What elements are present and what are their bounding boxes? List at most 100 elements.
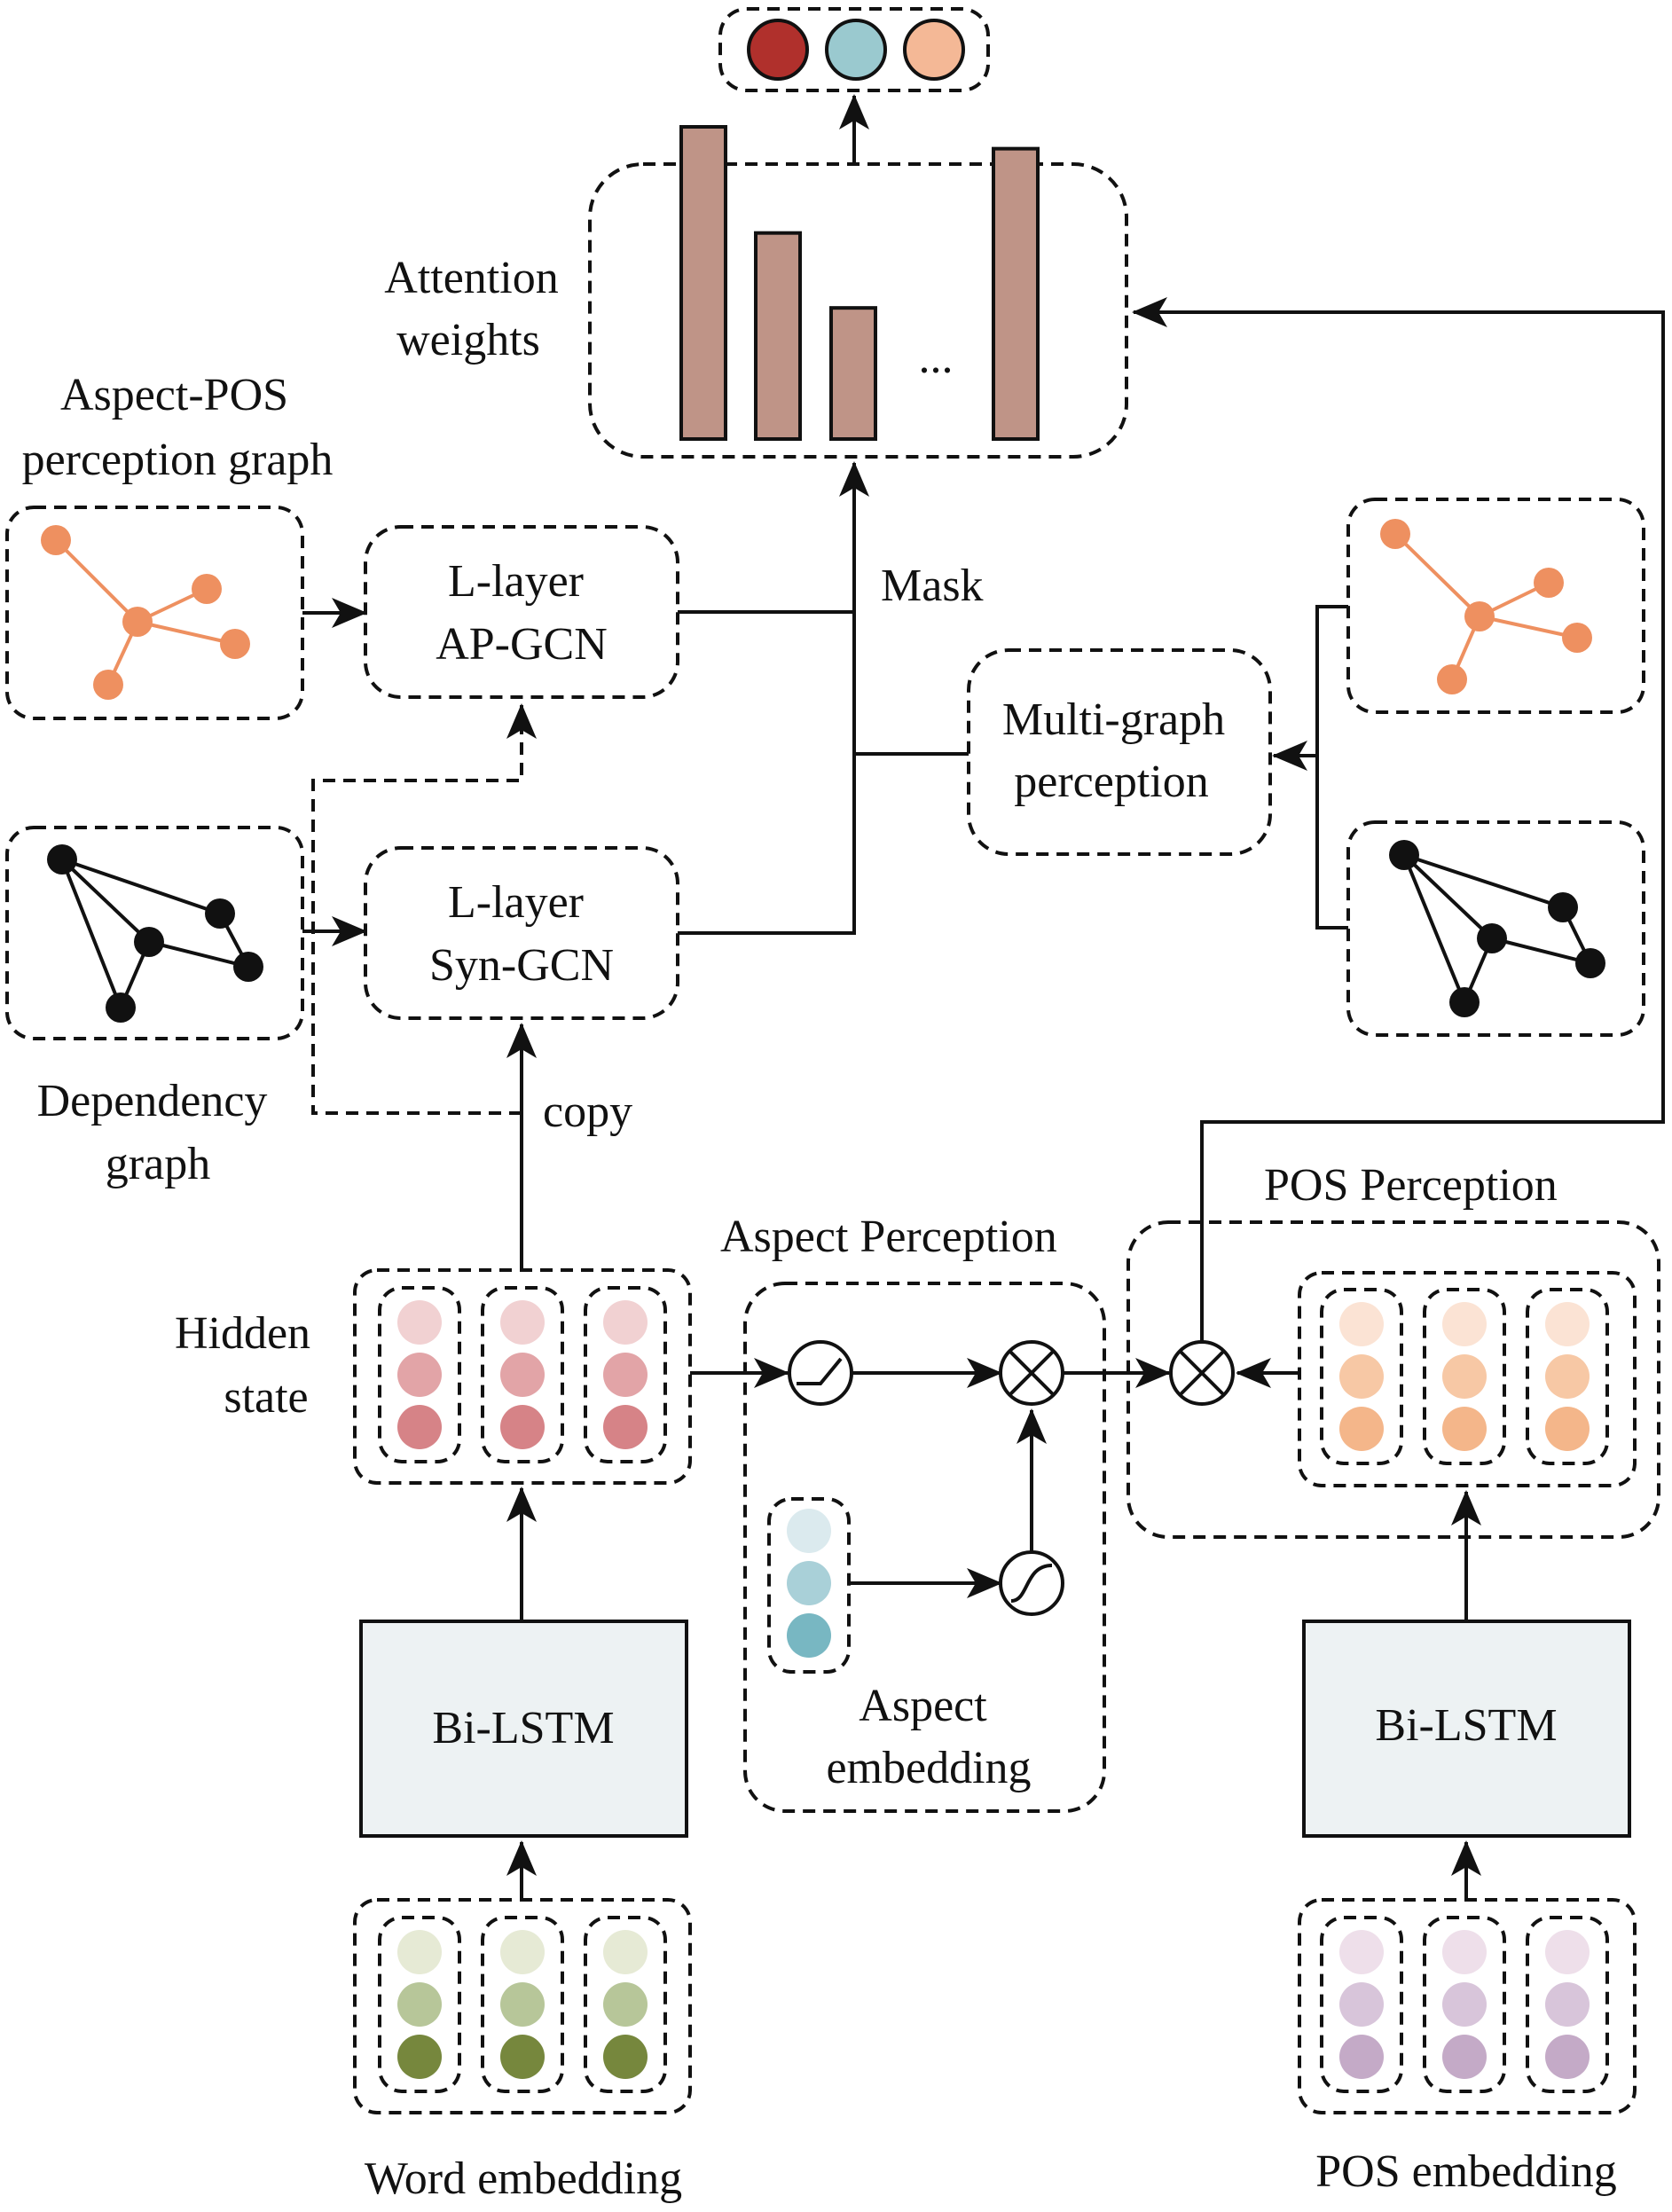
- hidden-state-circle: [500, 1353, 545, 1397]
- mask-label: Mask: [881, 561, 984, 611]
- sigmoid-icon: [999, 1550, 1064, 1616]
- bilstm-right: Bi-LSTM: [1302, 1620, 1631, 1838]
- pos-embedding-column: [1320, 1916, 1403, 2093]
- pos-embedding-circle: [1545, 1982, 1590, 2027]
- multiply-icon: [999, 1340, 1064, 1406]
- hidden-state-circle: [500, 1405, 545, 1449]
- hidden-state-block: [353, 1268, 692, 1485]
- pos-embedding-circle: [1545, 2035, 1590, 2079]
- word-embedding-column: [481, 1916, 564, 2093]
- output-circle: [747, 19, 809, 81]
- right-dependency-graph: [1346, 820, 1645, 1037]
- pos-state-column: [1423, 1288, 1506, 1465]
- svg-text:L-layer AP-GCN: L-layer AP-GCN: [436, 556, 608, 670]
- word-embedding-column: [378, 1916, 461, 2093]
- pos-state-column: [1526, 1288, 1609, 1465]
- attention-weights-label: Attention weights: [384, 253, 569, 365]
- bilstm-left: Bi-LSTM: [359, 1620, 688, 1838]
- syngcn-to-mask-line: [678, 612, 856, 935]
- pos-state-block: [1298, 1271, 1637, 1487]
- svg-text:Bi-LSTM: Bi-LSTM: [432, 1703, 614, 1753]
- pos-state-circle: [1339, 1407, 1384, 1451]
- pos-state-circle: [1442, 1407, 1487, 1451]
- dependency-graph-label: Dependency graph: [37, 1076, 279, 1189]
- word-embedding-circle: [500, 1930, 545, 1974]
- hidden-state-circle: [603, 1300, 648, 1345]
- pos-embedding-circle: [1442, 1930, 1487, 1974]
- hidden-state-column: [481, 1286, 564, 1463]
- ap-gcn-box: L-layer AP-GCN: [364, 525, 679, 699]
- pos-embedding-block: [1298, 1898, 1637, 2114]
- aspect-emb-circle: [787, 1509, 831, 1553]
- pos-state-circle: [1545, 1354, 1590, 1399]
- aspect-perception-box: [743, 1282, 1106, 1813]
- pos-state-circle: [1339, 1302, 1384, 1346]
- word-embedding-column: [584, 1916, 667, 2093]
- word-embedding-circle: [603, 1982, 648, 2027]
- pos-perception-box: [1126, 1220, 1660, 1539]
- pos-embedding-label: POS embedding: [1315, 2146, 1616, 2197]
- hidden-state-circle: [397, 1405, 442, 1449]
- hidden-state-circle: [603, 1405, 648, 1449]
- dependency-graph: [5, 826, 304, 1040]
- word-embedding-circle: [500, 1982, 545, 2027]
- pos-state-column: [1320, 1288, 1403, 1465]
- attention-bar: [992, 146, 1040, 441]
- right-aspect-pos-graph: [1346, 498, 1645, 714]
- pos-embedding-column: [1423, 1916, 1506, 2093]
- word-embedding-circle: [500, 2035, 545, 2079]
- pos-embedding-circle: [1442, 2035, 1487, 2079]
- pos-state-circle: [1442, 1302, 1487, 1346]
- attention-bar: [679, 125, 727, 441]
- svg-text:Multi-graph perception: Multi-graph perception: [1002, 694, 1236, 807]
- svg-text:L-layer Syn-GCN: L-layer Syn-GCN: [429, 877, 614, 991]
- aspect-embedding-block: [767, 1497, 851, 1674]
- multi-graph-perception-box: Multi-graph perception: [967, 648, 1272, 856]
- output-node: [718, 7, 990, 92]
- right-graphs-bracket: [1315, 605, 1348, 930]
- hidden-state-circle: [500, 1300, 545, 1345]
- copy-label: copy: [543, 1086, 632, 1137]
- pos-embedding-circle: [1339, 1982, 1384, 2027]
- aspect-emb-circle: [787, 1561, 831, 1605]
- output-circle: [903, 19, 965, 81]
- word-embedding-label: Word embedding: [365, 2153, 682, 2204]
- pos-embedding-circle: [1442, 1982, 1487, 2027]
- hidden-state-circle: [603, 1353, 648, 1397]
- copy-dashed-path: [311, 703, 537, 1115]
- word-embedding-circle: [603, 2035, 648, 2079]
- syn-gcn-box: L-layer Syn-GCN: [364, 846, 679, 1020]
- pos-state-circle: [1545, 1407, 1590, 1451]
- pos-embedding-circle: [1545, 1930, 1590, 1974]
- switch-gate-icon: [788, 1340, 853, 1406]
- hidden-state-column: [378, 1286, 461, 1463]
- pos-perception-label: POS Perception: [1264, 1160, 1558, 1211]
- word-embedding-circle: [603, 1930, 648, 1974]
- pos-state-circle: [1339, 1354, 1384, 1399]
- pos-embedding-column: [1526, 1916, 1609, 2093]
- hidden-state-circle: [397, 1300, 442, 1345]
- aspect-embedding-label: Aspect embedding: [826, 1681, 1031, 1793]
- pos-state-circle: [1545, 1302, 1590, 1346]
- word-embedding-circle: [397, 1982, 442, 2027]
- word-embedding-block: [353, 1898, 692, 2114]
- attention-bar: [754, 231, 802, 441]
- pos-embedding-circle: [1339, 1930, 1384, 1974]
- hidden-state-label: Hidden state: [175, 1308, 322, 1423]
- output-circle: [825, 19, 887, 81]
- hidden-state-column: [584, 1286, 667, 1463]
- aspect-perception-label: Aspect Perception: [720, 1212, 1057, 1262]
- pos-multiply-icon: [1169, 1340, 1235, 1406]
- pos-state-circle: [1442, 1354, 1487, 1399]
- bar-ellipsis: ...: [919, 333, 954, 383]
- word-embedding-circle: [397, 2035, 442, 2079]
- aspect-pos-graph-label: Aspect-POS perception graph: [22, 370, 334, 485]
- pos-to-attention-line: [1132, 297, 1665, 1367]
- attention-weights-box: ...: [588, 125, 1128, 459]
- word-embedding-circle: [397, 1930, 442, 1974]
- aspect-emb-circle: [787, 1613, 831, 1658]
- aspect-pos-graph: [5, 506, 304, 720]
- attention-bar: [829, 306, 877, 441]
- pos-embedding-circle: [1339, 2035, 1384, 2079]
- hidden-state-circle: [397, 1353, 442, 1397]
